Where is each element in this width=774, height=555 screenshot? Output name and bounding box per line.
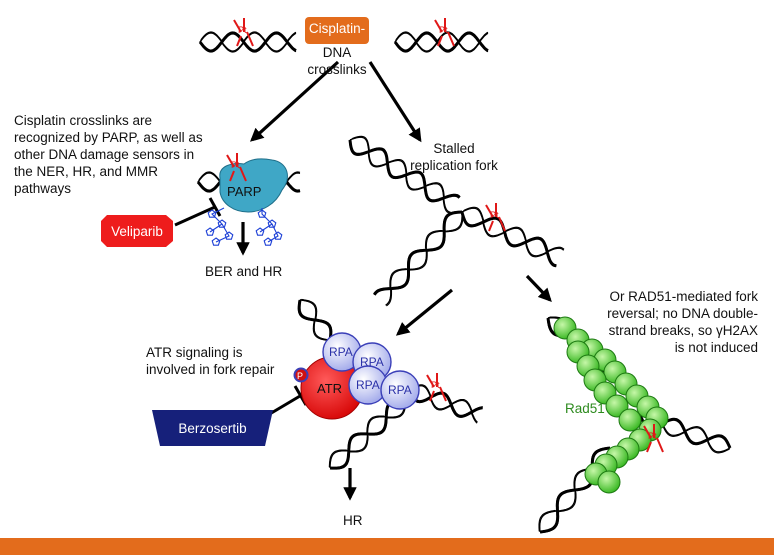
- atr-signaling-text: ATR signaling is involved in fork repair: [146, 345, 275, 377]
- veliparib-label: Veliparib: [111, 224, 163, 239]
- platinum-adducts: [226, 18, 664, 453]
- pt-label: Pt: [439, 25, 448, 35]
- dna-label: DNA: [322, 45, 352, 60]
- dna-helix-top-right: [393, 31, 489, 53]
- rpa-label: RPA: [388, 383, 412, 397]
- dna-helix-atr-top: [297, 298, 333, 342]
- pt-label: Pt: [490, 210, 499, 220]
- pt-label: Pt: [648, 431, 657, 441]
- crosslinks-label: crosslinks: [307, 62, 367, 77]
- adp-ribose-unit: [273, 231, 283, 240]
- arrow-to-atr: [395, 288, 454, 336]
- arrow-to-parp: [250, 60, 340, 142]
- adp-ribose-unit: [224, 231, 234, 240]
- rpa-protein: [380, 370, 420, 410]
- pt-crosslink: [426, 373, 447, 402]
- adp-ribose-unit: [257, 209, 267, 218]
- pt-label: Pt: [231, 160, 240, 170]
- pt-crosslink: [226, 153, 247, 182]
- berzosertib-badge: [152, 410, 273, 446]
- arrow-to-stalled-fork: [368, 61, 422, 143]
- cisplatin-box: [305, 17, 369, 44]
- atr-label: ATR: [317, 381, 343, 396]
- adp-ribose-chain: [259, 208, 279, 243]
- rad51-label: Rad51: [565, 401, 605, 416]
- hr-label: HR: [343, 513, 363, 528]
- parp-protein: [219, 158, 288, 213]
- inhibition-lines: [174, 197, 308, 417]
- veliparib-inhibition-bar: [208, 197, 222, 217]
- rpa-label: RPA: [360, 355, 384, 369]
- pt-label: Pt: [238, 25, 247, 35]
- cisplatin-label: Cisplatin-: [300, 20, 374, 37]
- adp-ribose-unit: [217, 219, 227, 228]
- recognition-text: Cisplatin crosslinks are recognized by P…: [14, 113, 203, 196]
- rad51-bead: [618, 408, 642, 432]
- pathway-arrows: [236, 60, 552, 501]
- dna-helix-stalled-arm-left: [373, 210, 464, 307]
- rpa-proteins: [322, 332, 420, 410]
- parp-label: PARP: [227, 184, 262, 199]
- arrow-to-rad51: [525, 274, 552, 302]
- pt-crosslink: [434, 18, 455, 47]
- stalled-fork-text: Stalled replication fork: [410, 141, 498, 173]
- adp-ribose-unit: [267, 219, 277, 228]
- cisplatin-label-line1: Cisplatin-: [308, 21, 366, 36]
- pt-crosslink: [485, 203, 506, 232]
- rad51-filament: [553, 316, 669, 494]
- ber-hr-label: BER and HR: [205, 264, 283, 279]
- phosphate-label: P: [297, 371, 304, 381]
- berzosertib-label: Berzosertib: [178, 421, 247, 436]
- phosphate-circle: [293, 367, 309, 383]
- pt-label: Pt: [431, 380, 440, 390]
- orange-footer-bar: [0, 538, 774, 555]
- dna-helix-atr-bottom: [328, 398, 407, 470]
- adp-ribose-chain: [209, 207, 230, 243]
- pt-crosslink: [643, 424, 664, 453]
- rad51-reversal-text: Or RAD51-mediated fork reversal; no DNA …: [607, 289, 758, 355]
- dna-helix-stalled-parental: [348, 135, 461, 214]
- dna-helix-atr-right: [408, 384, 483, 424]
- rpa-label: RPA: [356, 378, 380, 392]
- rad51-bead: [597, 470, 621, 494]
- veliparib-badge: [101, 215, 173, 247]
- berzosertib-inhibition-line: [267, 394, 301, 417]
- rpa-label: RPA: [329, 345, 353, 359]
- poly-adp-ribose-chains: [205, 207, 283, 246]
- dna-helix-stalled-arm-right: [460, 206, 565, 268]
- pt-crosslink: [233, 18, 254, 47]
- veliparib-inhibition-line: [174, 205, 216, 227]
